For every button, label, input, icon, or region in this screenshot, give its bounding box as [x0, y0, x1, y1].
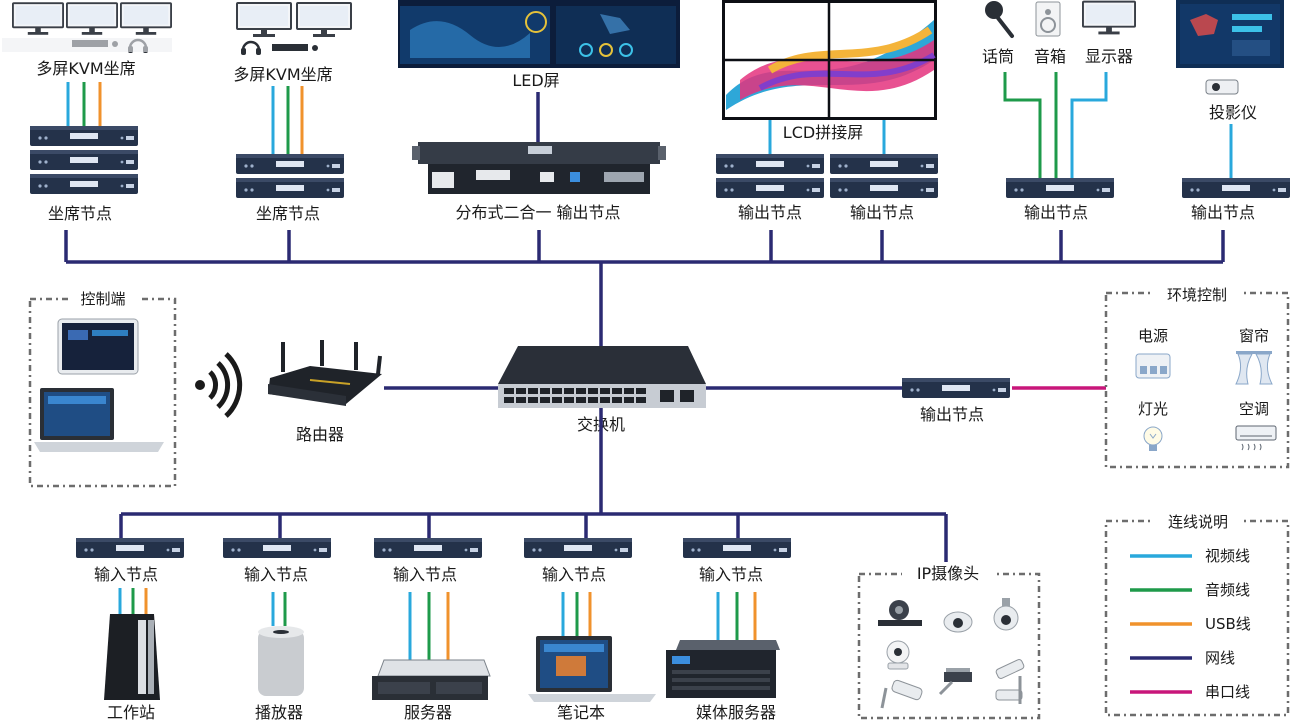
device-label-laptop: 笔记本 [557, 703, 605, 722]
power-socket-icon [1136, 354, 1170, 378]
input-node-server: 输入节点 服务器 [372, 538, 490, 722]
monitor-icon [1083, 2, 1135, 35]
device-label-media-server: 媒体服务器 [696, 703, 776, 722]
legend-item: 视频线 [1130, 547, 1250, 565]
air-conditioner-icon [1236, 426, 1276, 450]
av-output-node-device [1006, 178, 1114, 198]
legend-label: 串口线 [1205, 683, 1250, 701]
env-item-light: 灯光 [1138, 400, 1168, 418]
input-node-laptop: 输入节点 笔记本 [524, 538, 656, 722]
environment-control-box: 环境控制 电源 窗帘 灯光 空调 [1106, 282, 1288, 467]
projector-group: 投影仪 输出节点 [1176, 0, 1290, 222]
kvm-seat-2-label: 多屏KVM坐席 [233, 65, 332, 84]
router-label: 路由器 [296, 425, 344, 444]
box-camera-icon [940, 668, 972, 694]
lcd-output-node-1-label: 输出节点 [738, 203, 802, 222]
projector-label: 投影仪 [1209, 103, 1257, 122]
input-node-media-server: 输入节点 媒体服务器 [666, 538, 791, 722]
seat-node-device [30, 126, 138, 194]
microphone-label: 话筒 [982, 47, 1014, 66]
speaker-icon [1036, 2, 1060, 36]
env-item-power: 电源 [1138, 327, 1168, 345]
laptop-icon [528, 636, 656, 702]
dome-camera-icon [944, 612, 972, 632]
microphone-icon [985, 1, 1012, 36]
seat-node-device [236, 154, 344, 198]
distributed-output-node: 分布式二合一 输出节点 [412, 142, 666, 222]
outdoor-camera-icon [995, 659, 1025, 704]
camera-box-title: IP摄像头 [917, 564, 979, 583]
input-node-label-4: 输入节点 [542, 565, 606, 584]
input-node-workstation: 输入节点 工作站 [76, 538, 184, 722]
kvm-seat-1: 多屏KVM坐席 坐席节点 [2, 3, 172, 223]
legend-label: USB线 [1205, 615, 1251, 633]
device-label-server: 服务器 [404, 703, 452, 722]
env-box-title: 环境控制 [1167, 286, 1227, 304]
wifi-icon [195, 354, 240, 416]
monitor-icon [237, 3, 351, 37]
legend-label: 音频线 [1205, 581, 1250, 599]
control-box-title: 控制端 [80, 290, 125, 308]
legend-label: 网线 [1205, 649, 1235, 667]
keyboard-icon [272, 44, 318, 51]
legend-item: USB线 [1130, 615, 1251, 633]
headset-icon [241, 42, 261, 55]
lcd-output-node-2-label: 输出节点 [850, 203, 914, 222]
env-item-curtain: 窗帘 [1239, 327, 1269, 345]
speed-dome-camera-icon [994, 598, 1018, 630]
monitor-label: 显示器 [1085, 47, 1133, 66]
legend-item: 网线 [1130, 649, 1235, 667]
server-icon [372, 660, 490, 700]
env-output-node-label: 输出节点 [920, 405, 984, 424]
distributed-node-label: 分布式二合一 输出节点 [455, 203, 620, 222]
speaker-label: 音箱 [1034, 47, 1066, 66]
ip-camera-box: IP摄像头 [859, 562, 1039, 718]
top-network-bus [66, 230, 1223, 348]
lcd-wall-label: LCD拼接屏 [783, 123, 863, 142]
projector-output-node-label: 输出节点 [1191, 203, 1255, 222]
lcd-output-node-2 [830, 154, 938, 198]
laptop-icon [34, 388, 164, 452]
lcd-output-node-1 [716, 154, 824, 198]
router: 路由器 [268, 340, 382, 444]
kvm-seat-2: 多屏KVM坐席 坐席节点 [233, 3, 351, 223]
light-bulb-icon [1144, 427, 1162, 451]
legend-item: 串口线 [1130, 683, 1250, 701]
input-node-label-5: 输入节点 [699, 565, 763, 584]
projector-icon [1206, 80, 1238, 94]
input-node-label-2: 输入节点 [244, 565, 308, 584]
kvm-seat-1-label: 多屏KVM坐席 [36, 59, 135, 78]
control-client-box: 控制端 [30, 288, 175, 486]
av-group: 话筒 音箱 显示器 输出节点 [982, 1, 1135, 222]
projector-output-node-device [1182, 178, 1290, 198]
input-node-player: 输入节点 播放器 [223, 538, 331, 722]
monitor-icon [13, 3, 171, 35]
media-server-icon [666, 640, 780, 698]
input-node-label-1: 输入节点 [94, 565, 158, 584]
env-output-node-device [902, 378, 1010, 398]
led-screen: LED屏 [398, 0, 680, 142]
lcd-video-wall: LCD拼接屏 输出节点 输出节点 [716, 0, 938, 222]
legend-item: 音频线 [1130, 581, 1250, 599]
workstation-icon [104, 614, 160, 700]
bullet-camera-icon [882, 679, 923, 708]
av-output-node-label: 输出节点 [1024, 203, 1088, 222]
seat-node-1-label: 坐席节点 [48, 204, 112, 223]
seat-node-2-label: 坐席节点 [256, 204, 320, 223]
env-item-ac: 空调 [1239, 400, 1269, 418]
led-screen-label: LED屏 [512, 71, 559, 90]
curtain-icon [1236, 351, 1272, 384]
ptz-camera-icon [878, 600, 922, 626]
media-player-icon [258, 626, 304, 696]
device-label-player: 播放器 [255, 703, 303, 722]
input-node-label-3: 输入节点 [393, 565, 457, 584]
home-camera-icon [887, 641, 909, 669]
tablet-icon [58, 319, 138, 374]
legend-title: 连线说明 [1168, 513, 1228, 531]
device-label-workstation: 工作站 [107, 703, 155, 722]
legend-label: 视频线 [1205, 547, 1250, 565]
